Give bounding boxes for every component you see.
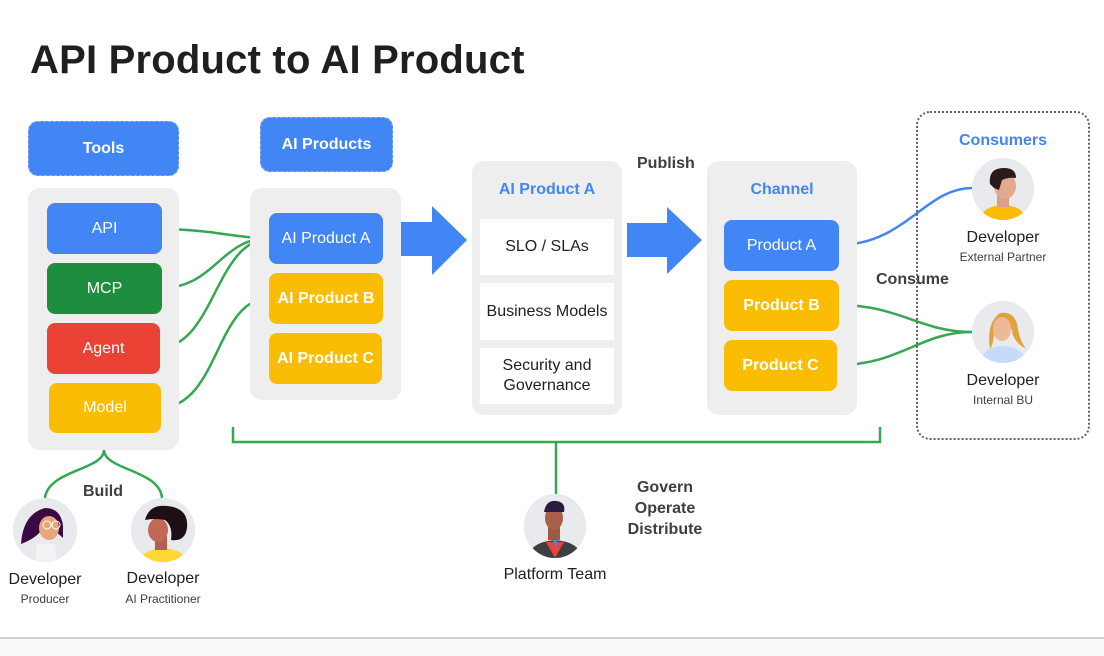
connector-product-c-to-internal-bu [837, 330, 973, 367]
connector-product-b-to-internal-bu [837, 303, 973, 334]
build-label: Build [83, 483, 123, 500]
tool-model[interactable]: Model [49, 383, 161, 433]
connector-product-a-to-external-partner [837, 186, 973, 247]
card-business-models: Business Models [480, 283, 614, 340]
consumer-external-name: Developer [966, 229, 1040, 246]
publish-label: Publish [637, 155, 695, 172]
developer-external-partner-avatar [972, 158, 1034, 220]
tool-mcp[interactable]: MCP [47, 263, 162, 314]
card-security-governance: Security and Governance [480, 348, 614, 404]
platform-team-avatar [524, 494, 586, 558]
ai-products-header: AI Products [260, 117, 393, 172]
channel-product-b[interactable]: Product B [724, 280, 839, 331]
bottom-strip [0, 637, 1104, 656]
consumer-internal-name: Developer [966, 372, 1040, 389]
action-operate: Operate [634, 500, 696, 517]
consume-label: Consume [876, 271, 949, 288]
consumers-group [916, 111, 1090, 440]
channel-product-c[interactable]: Product C [724, 340, 837, 391]
builder-ai-practitioner-name: Developer [126, 570, 200, 587]
consumer-internal-role: Internal BU [972, 393, 1034, 407]
card-slo-slas: SLO / SLAs [480, 219, 614, 275]
ai-product-a[interactable]: AI Product A [269, 213, 383, 264]
builder-producer-name: Developer [8, 571, 82, 588]
consumer-external-role: External Partner [959, 250, 1047, 264]
publish-arrow-icon [627, 207, 702, 274]
developer-internal-bu-avatar [972, 301, 1034, 363]
developer-ai-practitioner-avatar [131, 498, 195, 562]
builder-ai-practitioner-role: AI Practitioner [125, 592, 201, 606]
developer-producer-avatar [13, 498, 77, 562]
action-govern: Govern [636, 479, 693, 496]
tool-agent[interactable]: Agent [47, 323, 160, 374]
platform-team-name: Platform Team [503, 566, 607, 583]
tool-api[interactable]: API [47, 203, 162, 254]
page-title: API Product to AI Product [30, 38, 525, 82]
connector-build-branch [43, 449, 164, 499]
consumers-title: Consumers [958, 132, 1048, 149]
platform-govern-bracket [231, 427, 882, 494]
tools-header: Tools [28, 121, 179, 176]
channel-product-a[interactable]: Product A [724, 220, 839, 271]
ai-product-b[interactable]: AI Product B [269, 273, 383, 324]
action-distribute: Distribute [627, 521, 703, 538]
builder-producer-role: Producer [20, 592, 70, 606]
arrow-right-icon [392, 206, 467, 275]
ai-product-detail-title: AI Product A [498, 181, 596, 198]
ai-product-c[interactable]: AI Product C [269, 333, 382, 384]
channel-title: Channel [750, 181, 814, 198]
platform-actions: Govern Operate Distribute [624, 477, 706, 540]
